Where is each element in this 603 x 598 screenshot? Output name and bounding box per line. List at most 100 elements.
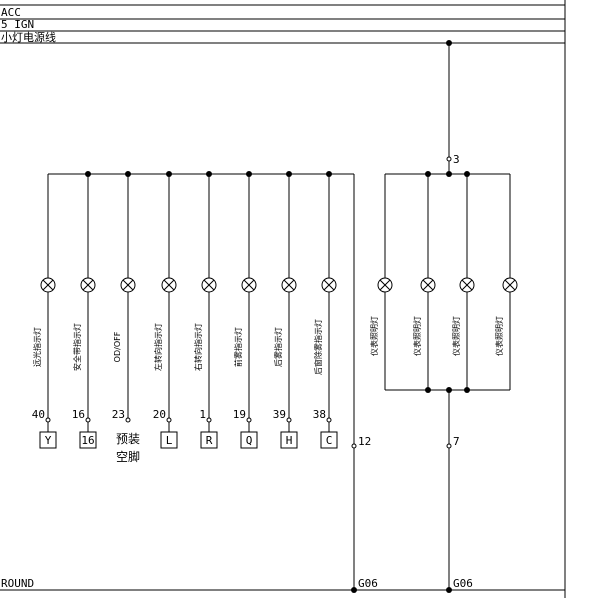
illumination-lamp-icon xyxy=(377,277,393,293)
splice-dot xyxy=(206,171,212,177)
lamp-label: 后雾指示灯 xyxy=(273,327,283,367)
splice-dot xyxy=(85,171,91,177)
pin-terminal xyxy=(166,417,172,423)
pin-number: 23 xyxy=(112,408,125,421)
illumination-lamp-circuit: 仪表照明灯 xyxy=(412,171,436,393)
rail-ign-label: 5 IGN xyxy=(1,18,34,31)
lamp-label: 后窗除雾指示灯 xyxy=(313,319,323,375)
splice-dot xyxy=(464,387,470,393)
left-ground-code: G06 xyxy=(358,577,378,590)
illumination-lamp-icon xyxy=(420,277,436,293)
connector-box xyxy=(280,431,298,449)
connector-box xyxy=(200,431,218,449)
splice-dot xyxy=(446,171,452,177)
pin-7-terminal xyxy=(446,443,452,449)
splice-dot xyxy=(125,171,131,177)
splice-dot xyxy=(286,171,292,177)
left-lamp-group: 远光指示灯 40Y 安全带指示灯 16 16 OD/OFF 23 左转向指示灯 20L 右转向指示… xyxy=(32,171,378,593)
illumination-lamp-circuit: 仪表照明灯 xyxy=(494,174,518,390)
lamp-circuit: 后窗除雾指示灯 38C xyxy=(313,171,338,449)
pin-number: 40 xyxy=(32,408,45,421)
ground-splice-dot xyxy=(351,587,357,593)
unused-pin-note-line1: 预装 xyxy=(116,432,140,446)
pin-terminal xyxy=(85,417,91,423)
pin-terminal xyxy=(45,417,51,423)
ground-label: ROUND xyxy=(1,577,34,590)
lamp-label: 仪表照明灯 xyxy=(494,316,504,356)
pin-3-label: 3 xyxy=(453,153,460,166)
indicator-lamp-icon xyxy=(241,277,257,293)
splice-dot xyxy=(326,171,332,177)
connector-code: C xyxy=(326,434,333,447)
pin-terminal xyxy=(326,417,332,423)
lamp-label: 仪表照明灯 xyxy=(369,316,379,356)
right-ground-splice-dot xyxy=(446,587,452,593)
pin-number: 16 xyxy=(72,408,85,421)
pin-number: 39 xyxy=(273,408,286,421)
lamp-circuit: 左转向指示灯 20L xyxy=(153,171,178,449)
ground-bus: ROUND xyxy=(0,577,565,591)
connector-code: L xyxy=(166,434,173,447)
pin-12-terminal xyxy=(351,443,357,449)
indicator-lamp-icon xyxy=(120,277,136,293)
lamp-circuit: 前雾指示灯 19Q xyxy=(233,171,258,449)
pin-number: 38 xyxy=(313,408,326,421)
lamp-label: 前雾指示灯 xyxy=(233,327,243,367)
rail-small-light-label: 小灯电源线 xyxy=(1,30,56,44)
right-ground-code: G06 xyxy=(453,577,473,590)
lamp-label: 仪表照明灯 xyxy=(412,316,422,356)
splice-dot xyxy=(425,171,431,177)
lamp-circuit: 右转向指示灯 1R xyxy=(193,171,218,449)
unused-pin-note-line2: 空脚 xyxy=(116,449,140,464)
connector-code: Y xyxy=(45,434,52,447)
rail-acc-label: ACC xyxy=(1,6,21,19)
connector-box xyxy=(39,431,57,449)
lamp-label: 远光指示灯 xyxy=(32,327,42,367)
pin-terminal xyxy=(286,417,292,423)
connector-code: 16 xyxy=(81,434,94,447)
pin-terminal xyxy=(206,417,212,423)
lamp-circuit: 后雾指示灯 39H xyxy=(273,171,298,449)
pin-terminal xyxy=(125,417,131,423)
splice-dot xyxy=(464,171,470,177)
connector-box xyxy=(79,431,97,449)
lamp-label: 安全带指示灯 xyxy=(72,323,82,371)
connector-code: H xyxy=(286,434,293,447)
splice-dot xyxy=(425,387,431,393)
pin-number: 20 xyxy=(153,408,166,421)
connector-box xyxy=(320,431,338,449)
pin-number: 19 xyxy=(233,408,246,421)
indicator-lamp-icon xyxy=(281,277,297,293)
illumination-lamp-icon xyxy=(502,277,518,293)
top-splice-dot xyxy=(446,40,452,46)
indicator-lamp-icon xyxy=(321,277,337,293)
lamp-label: 仪表照明灯 xyxy=(451,316,461,356)
pin-12-label: 12 xyxy=(358,435,371,448)
illumination-lamp-circuit: 仪表照明灯 xyxy=(451,171,475,393)
pin-7-label: 7 xyxy=(453,435,460,448)
connector-box xyxy=(160,431,178,449)
illumination-lamp-icon xyxy=(459,277,475,293)
connector-code: Q xyxy=(246,434,253,447)
indicator-lamp-icon xyxy=(80,277,96,293)
pin-terminal xyxy=(246,417,252,423)
illumination-lamp-circuit: 仪表照明灯 xyxy=(369,174,393,390)
lamp-circuit: 远光指示灯 40Y xyxy=(32,174,57,449)
indicator-lamp-icon xyxy=(201,277,217,293)
connector-code: R xyxy=(206,434,213,447)
right-lamp-group: 3 仪表照明灯 仪表照明灯 仪表照明灯 仪表照明灯 7 G06 xyxy=(369,40,518,593)
pin-number: 1 xyxy=(199,408,206,421)
lamp-label: OD/OFF xyxy=(113,331,122,362)
connector-box xyxy=(240,431,258,449)
indicator-lamp-icon xyxy=(161,277,177,293)
pin-3-terminal xyxy=(446,156,452,162)
lamp-circuit: OD/OFF 23 xyxy=(112,171,136,423)
power-rails: ACC 5 IGN 小灯电源线 xyxy=(0,4,565,44)
indicator-lamp-icon xyxy=(40,277,56,293)
lamp-label: 右转向指示灯 xyxy=(193,323,203,371)
lamp-circuit: 安全带指示灯 16 16 xyxy=(72,171,97,449)
lamp-label: 左转向指示灯 xyxy=(153,323,163,371)
splice-dot xyxy=(166,171,172,177)
splice-dot xyxy=(246,171,252,177)
